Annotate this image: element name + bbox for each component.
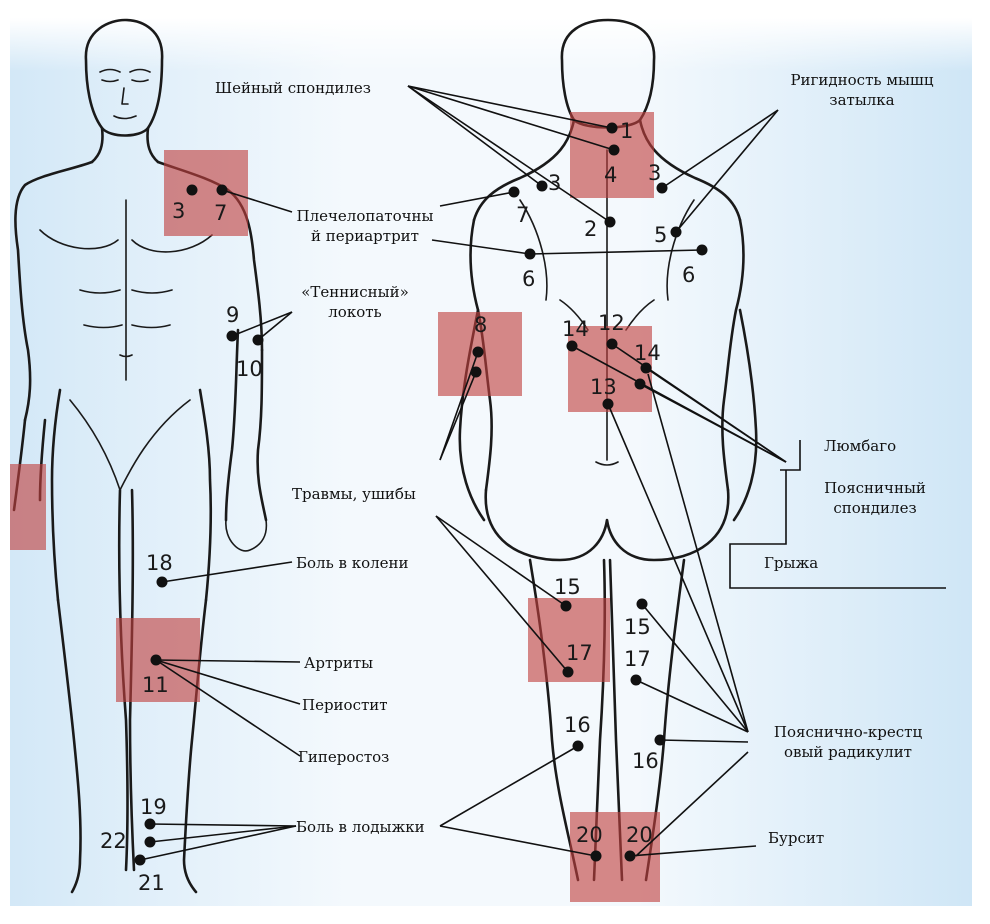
label-bursitis: Бурсит bbox=[768, 829, 825, 847]
label-lumbar-spondylosis-line1: Поясничный bbox=[824, 479, 926, 497]
label-hernia: Грыжа bbox=[764, 554, 819, 572]
label-tennis-elbow-line2: локоть bbox=[328, 303, 382, 321]
label-hyperostosis: Гиперостоз bbox=[298, 748, 390, 766]
label-tennis-elbow-line1: «Теннисный» bbox=[301, 283, 409, 301]
point-number: 3 bbox=[172, 199, 185, 223]
point-number: 7 bbox=[214, 201, 227, 225]
label-neck-rigidity-line1: Ригидность мышц bbox=[790, 71, 934, 89]
point-number: 17 bbox=[566, 641, 593, 665]
point-number: 3 bbox=[548, 171, 561, 195]
label-sciatica: Пояснично-крестц овый радикулит bbox=[748, 722, 948, 762]
label-sciatica-line2: овый радикулит bbox=[784, 743, 912, 761]
point-number: 16 bbox=[632, 749, 659, 773]
pain-zones bbox=[10, 112, 660, 902]
label-periarthritis-line2: й периартрит bbox=[311, 227, 419, 245]
point-number: 7 bbox=[516, 203, 529, 227]
point-number: 14 bbox=[634, 341, 661, 365]
label-periostitis: Периостит bbox=[302, 696, 388, 714]
point-number: 21 bbox=[138, 871, 165, 895]
point-number: 9 bbox=[226, 303, 239, 327]
point-number: 1 bbox=[620, 119, 633, 143]
label-arthritis: Артриты bbox=[304, 654, 374, 672]
label-lumbago: Люмбаго bbox=[824, 437, 897, 455]
label-injuries: Травмы, ушибы bbox=[292, 485, 416, 503]
point-number: 8 bbox=[474, 313, 487, 337]
label-periarthritis: Плечелопаточны й периартрит bbox=[290, 206, 440, 246]
point-number: 15 bbox=[554, 575, 581, 599]
zone-front-shoulder bbox=[164, 150, 248, 236]
point-number: 16 bbox=[564, 713, 591, 737]
zone-front-hand bbox=[10, 464, 46, 550]
label-neck-rigidity: Ригидность мышц затылка bbox=[772, 70, 952, 110]
pain-points bbox=[134, 122, 708, 866]
background-top-fade bbox=[10, 18, 972, 906]
point-number: 11 bbox=[142, 673, 169, 697]
label-sciatica-line1: Пояснично-крестц bbox=[773, 723, 923, 741]
leader-lines bbox=[139, 85, 946, 861]
label-ankle-pain: Боль в лодыжки bbox=[296, 818, 425, 836]
label-tennis-elbow: «Теннисный» локоть bbox=[290, 282, 420, 322]
label-periarthritis-line1: Плечелопаточны bbox=[296, 207, 434, 225]
point-numbers: 3 7 9 10 18 11 19 22 21 1 4 3 3 7 2 5 6 … bbox=[100, 119, 695, 895]
point-number: 22 bbox=[100, 829, 127, 853]
point-number: 15 bbox=[624, 615, 651, 639]
point-number: 18 bbox=[146, 551, 173, 575]
label-lumbar-spondylosis-line2: спондилез bbox=[833, 499, 917, 517]
point-number: 4 bbox=[604, 163, 617, 187]
point-number: 12 bbox=[598, 311, 625, 335]
point-number: 20 bbox=[576, 823, 603, 847]
label-neck-rigidity-line2: затылка bbox=[829, 91, 895, 109]
point-number: 14 bbox=[562, 317, 589, 341]
point-number: 10 bbox=[236, 357, 263, 381]
label-knee-pain: Боль в колени bbox=[296, 554, 409, 572]
point-number: 13 bbox=[590, 375, 617, 399]
point-number: 6 bbox=[522, 267, 535, 291]
point-number: 6 bbox=[682, 263, 695, 287]
label-cervical-spondylosis: Шейный спондилез bbox=[215, 79, 371, 97]
point-number: 17 bbox=[624, 647, 651, 671]
point-number: 19 bbox=[140, 795, 167, 819]
label-lumbar-spondylosis: Поясничный спондилез bbox=[800, 478, 950, 518]
point-number: 20 bbox=[626, 823, 653, 847]
zone-back-ankle bbox=[570, 812, 660, 902]
point-number: 3 bbox=[648, 161, 661, 185]
point-number: 5 bbox=[654, 223, 667, 247]
point-number: 2 bbox=[584, 217, 597, 241]
